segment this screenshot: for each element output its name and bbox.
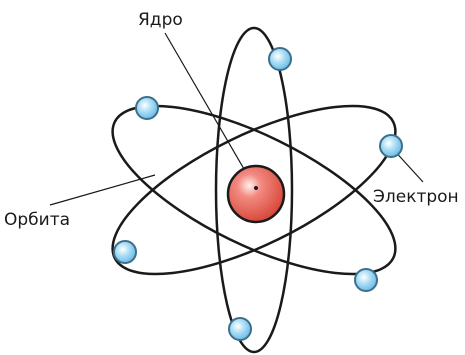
nucleus-icon (228, 166, 284, 222)
nucleus-center-dot (254, 186, 258, 190)
nucleus-label: Ядро (138, 12, 183, 29)
electron-icon (114, 241, 136, 263)
electron-icon (229, 318, 251, 340)
electron-icon (269, 48, 291, 70)
orbit-label: Орбита (4, 212, 70, 229)
electron-icon (380, 135, 402, 157)
electron-icon (355, 269, 377, 291)
electron-icon (136, 97, 158, 119)
nucleus-leader-line (165, 33, 255, 188)
orbit-leader-line (50, 175, 155, 205)
electron-label: Электрон (373, 189, 459, 206)
